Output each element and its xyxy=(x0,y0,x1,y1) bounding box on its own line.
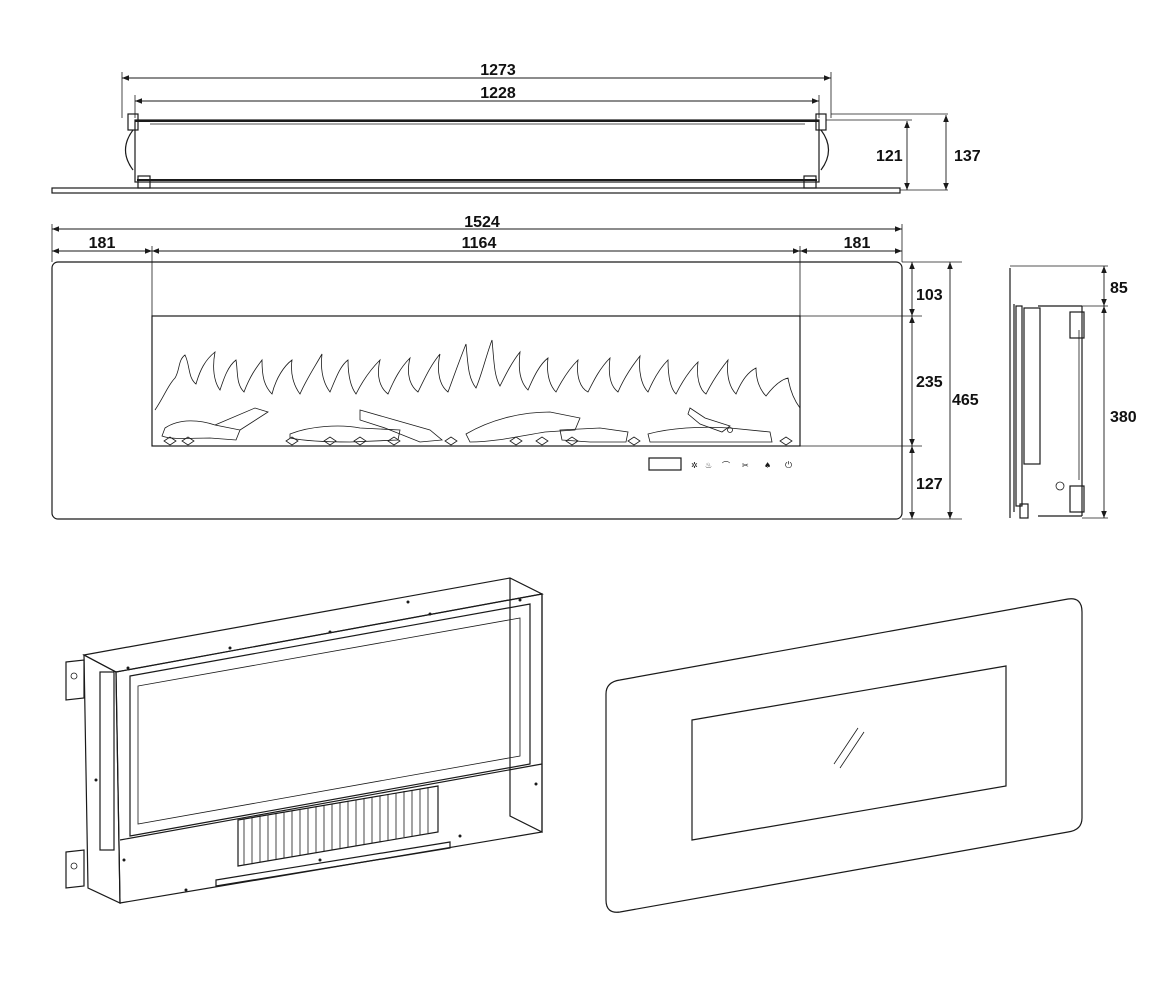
depth-overall-label: 137 xyxy=(954,148,981,165)
top-view: 1273 1228 121 137 xyxy=(51,62,981,194)
left-margin-label: 181 xyxy=(89,235,116,252)
top-wall-bracket xyxy=(65,659,85,701)
bottom-margin-label: 127 xyxy=(916,476,943,493)
iso-firebox xyxy=(65,577,544,904)
front-overall-width-label: 1524 xyxy=(464,214,500,231)
log-set xyxy=(161,407,773,443)
side-body-height-label: 380 xyxy=(1110,409,1137,426)
ember-row xyxy=(163,436,793,446)
window-height-label: 235 xyxy=(916,374,943,391)
bottom-wall-bracket xyxy=(65,849,85,889)
flame-icon: ♠ xyxy=(764,461,771,470)
control-panel: ✲ ♨ ⌒ ✂ ♠ ⏻ xyxy=(648,457,792,471)
top-margin-label: 103 xyxy=(916,287,943,304)
flame-speed-icon: ⌒ xyxy=(722,461,730,470)
window-width-label: 1164 xyxy=(462,235,497,252)
flame-graphic xyxy=(154,339,801,411)
right-margin-label: 181 xyxy=(844,235,871,252)
overall-height-label: 465 xyxy=(952,392,979,409)
heat-icon: ♨ xyxy=(705,461,712,470)
display-icon xyxy=(648,457,682,471)
top-overall-width-label: 1273 xyxy=(480,62,516,79)
vent-grille xyxy=(237,785,439,867)
iso-glass-panel xyxy=(605,598,1083,913)
timer-icon: ✂ xyxy=(742,461,749,470)
depth-inner-label: 121 xyxy=(876,148,903,165)
side-top-offset-label: 85 xyxy=(1110,280,1128,297)
front-view: 1524 181 1164 181 xyxy=(51,214,979,520)
top-inner-width-label: 1228 xyxy=(480,85,516,102)
light-icon: ✲ xyxy=(691,461,698,470)
side-view: 85 380 xyxy=(1009,265,1137,519)
power-icon: ⏻ xyxy=(785,460,792,471)
